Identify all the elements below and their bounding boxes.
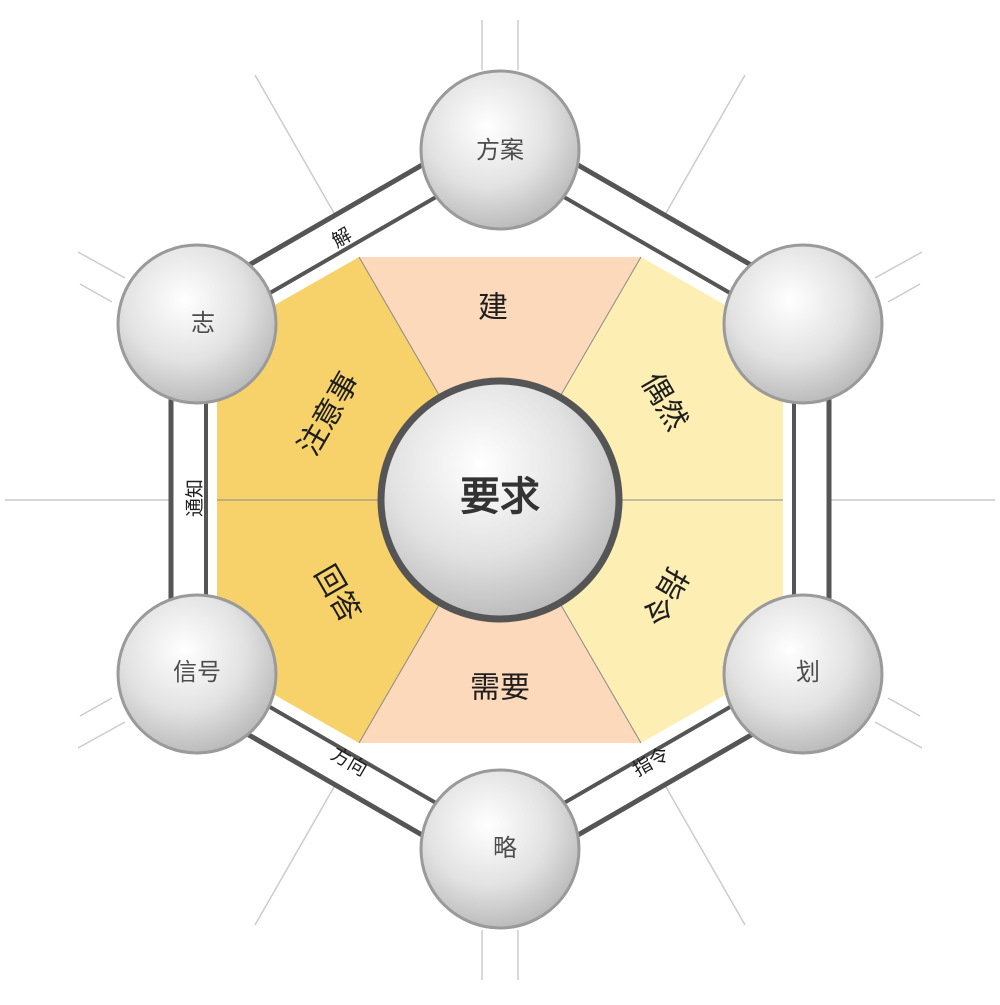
ray-ul-node-1: [77, 251, 126, 279]
ray-upper-left: [254, 74, 339, 221]
ray-upper-right: [661, 74, 746, 221]
ray-lower-right: [661, 779, 746, 926]
node-lower-left-label: 信号: [173, 658, 221, 686]
ray-ur-node-1: [874, 251, 923, 279]
ray-ll-node-1: [77, 721, 126, 749]
ray-lr-node-2: [887, 697, 921, 717]
center-hub: 要求: [377, 377, 623, 623]
background-rays: [5, 20, 995, 980]
edge-label-left: 通知: [184, 479, 206, 517]
node-bottom-sphere: [419, 768, 581, 930]
ray-ul-node-2: [79, 283, 113, 303]
node-lower-left-sphere: [116, 593, 278, 755]
node-lower-right: 划: [722, 593, 884, 755]
node-lower-right-sphere: [722, 593, 884, 755]
center-label: 要求: [460, 474, 540, 520]
node-top-sphere: [419, 69, 581, 231]
ray-ur-node-2: [887, 283, 921, 303]
segment-label-top: 建: [478, 291, 508, 326]
segment-label-bottom: 需要: [470, 671, 530, 706]
node-upper-left-sphere: [116, 243, 278, 405]
ray-lower-left: [254, 779, 339, 926]
ray-ll-node-2: [79, 697, 113, 717]
node-bottom: 略: [419, 768, 581, 930]
node-upper-left-label: 志: [191, 309, 215, 337]
node-upper-left: 志: [116, 243, 278, 405]
node-upper-right: [722, 243, 884, 405]
ray-lr-node-1: [874, 721, 923, 749]
outer-nodes: 方案 划 略 信号 志: [116, 69, 884, 930]
node-top: 方案: [419, 69, 581, 231]
node-lower-left: 信号: [116, 593, 278, 755]
node-bottom-label: 略: [493, 834, 517, 862]
node-lower-right-label: 划: [796, 658, 820, 686]
center-sphere: [377, 377, 623, 623]
node-upper-right-sphere: [722, 243, 884, 405]
node-top-label: 方案: [476, 136, 524, 164]
